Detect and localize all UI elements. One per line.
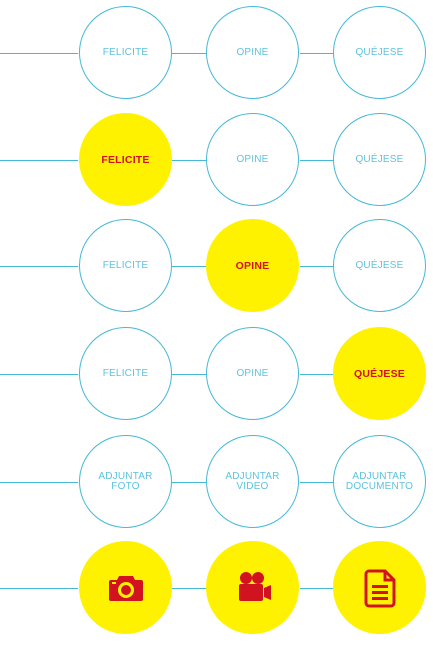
felicite-button[interactable]: FELICITE	[79, 6, 172, 99]
camera-button[interactable]	[79, 541, 172, 634]
opine-button[interactable]: OPINE	[206, 219, 299, 312]
feedback-row-default: FELICITE OPINE QUÉJESE	[0, 6, 433, 102]
connector-line	[172, 53, 206, 54]
opine-button[interactable]: OPINE	[206, 327, 299, 420]
quejese-button[interactable]: QUÉJESE	[333, 6, 426, 99]
attach-row: ADJUNTAR FOTO ADJUNTAR VIDEO ADJUNTAR DO…	[0, 435, 433, 531]
connector-line	[172, 588, 206, 589]
connector-line	[300, 588, 334, 589]
label-line: ADJUNTAR	[352, 470, 407, 482]
connector-line	[300, 266, 334, 267]
connector-line	[172, 374, 206, 375]
label-line: ADJUNTAR	[98, 470, 153, 482]
document-button[interactable]	[333, 541, 426, 634]
video-camera-button[interactable]	[206, 541, 299, 634]
quejese-button[interactable]: QUÉJESE	[333, 327, 426, 420]
feedback-row-quejese-active: FELICITE OPINE QUÉJESE	[0, 327, 433, 423]
connector-line	[172, 160, 206, 161]
camera-icon	[108, 575, 143, 601]
label-line: FOTO	[111, 480, 140, 492]
lead-line	[0, 53, 78, 54]
attach-photo-label: ADJUNTAR FOTO	[98, 470, 153, 492]
video-camera-icon	[238, 571, 271, 601]
quejese-button[interactable]: QUÉJESE	[333, 219, 426, 312]
lead-line	[0, 160, 78, 161]
lead-line	[0, 374, 78, 375]
connector-line	[300, 482, 334, 483]
attach-video-button[interactable]: ADJUNTAR VIDEO	[206, 435, 299, 528]
connector-line	[300, 374, 334, 375]
attach-video-label: ADJUNTAR VIDEO	[225, 470, 280, 492]
opine-button[interactable]: OPINE	[206, 113, 299, 206]
attach-document-label: ADJUNTAR DOCUMENTO	[345, 470, 414, 492]
document-icon	[364, 569, 395, 607]
feedback-row-opine-active: FELICITE OPINE QUÉJESE	[0, 219, 433, 315]
connector-line	[300, 53, 334, 54]
lead-line	[0, 482, 78, 483]
feedback-row-felicite-active: FELICITE OPINE QUÉJESE	[0, 113, 433, 209]
label-line: ADJUNTAR	[225, 470, 280, 482]
connector-line	[172, 266, 206, 267]
connector-line	[300, 160, 334, 161]
felicite-button[interactable]: FELICITE	[79, 219, 172, 312]
felicite-button[interactable]: FELICITE	[79, 327, 172, 420]
label-line: VIDEO	[236, 480, 269, 492]
lead-line	[0, 588, 78, 589]
lead-line	[0, 266, 78, 267]
attach-icon-row	[0, 541, 433, 637]
quejese-button[interactable]: QUÉJESE	[333, 113, 426, 206]
attach-document-button[interactable]: ADJUNTAR DOCUMENTO	[333, 435, 426, 528]
attach-photo-button[interactable]: ADJUNTAR FOTO	[79, 435, 172, 528]
connector-line	[172, 482, 206, 483]
felicite-button[interactable]: FELICITE	[79, 113, 172, 206]
opine-button[interactable]: OPINE	[206, 6, 299, 99]
label-line: DOCUMENTO	[345, 480, 414, 492]
